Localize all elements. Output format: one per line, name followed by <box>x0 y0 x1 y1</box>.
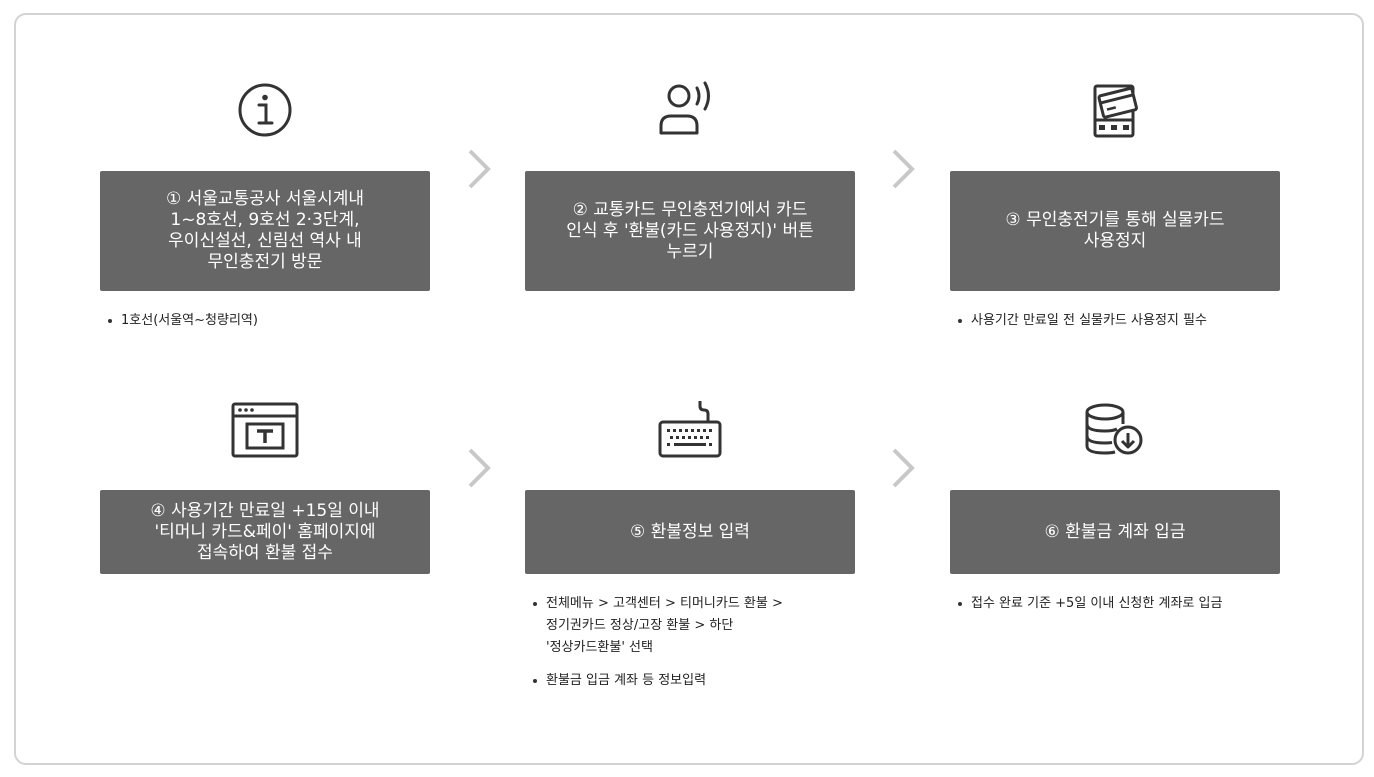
step-6-notes: 접수 완료 기준 +5일 이내 신청한 계좌로 입금 <box>956 593 1286 626</box>
list-item: 1호선(서울역~청량리역) <box>106 310 436 332</box>
database-download-icon <box>950 390 1280 470</box>
step-4-box: ④ 사용기간 만료일 +15일 이내 '티머니 카드&페이' 홈페이지에 접속하… <box>100 490 430 574</box>
chevron-right-icon <box>468 448 491 488</box>
step-5-notes: 전체메뉴 > 고객센터 > 티머니카드 환불 > 정기권카드 정상/고장 환불 … <box>531 593 861 703</box>
list-item: 환불금 입금 계좌 등 정보입력 <box>531 670 861 692</box>
step-6-box: ⑥ 환불금 계좌 입금 <box>950 490 1280 574</box>
step-1-notes: 1호선(서울역~청량리역) <box>106 310 436 343</box>
keyboard-icon <box>525 390 855 470</box>
step-3-box: ③ 무인충전기를 통해 실물카드 사용정지 <box>950 171 1280 291</box>
step-2-box: ② 교통카드 무인충전기에서 카드 인식 후 '환불(카드 사용정지)' 버튼 … <box>525 171 855 291</box>
browser-window-icon <box>100 390 430 470</box>
step-3-notes: 사용기간 만료일 전 실물카드 사용정지 필수 <box>956 310 1286 343</box>
step-1-box: ① 서울교통공사 서울시계내 1~8호선, 9호선 2·3단계, 우이신설선, … <box>100 171 430 291</box>
chevron-right-icon <box>892 149 915 189</box>
chevron-right-icon <box>892 448 915 488</box>
chevron-right-icon <box>468 149 491 189</box>
list-item: 사용기간 만료일 전 실물카드 사용정지 필수 <box>956 310 1286 332</box>
voice-user-icon <box>525 70 855 150</box>
process-panel <box>14 13 1364 765</box>
list-item: 접수 완료 기준 +5일 이내 신청한 계좌로 입금 <box>956 593 1286 615</box>
list-item: 전체메뉴 > 고객센터 > 티머니카드 환불 > 정기권카드 정상/고장 환불 … <box>531 593 861 659</box>
card-reader-icon <box>950 70 1280 150</box>
info-icon <box>100 70 430 150</box>
step-5-box: ⑤ 환불정보 입력 <box>525 490 855 574</box>
